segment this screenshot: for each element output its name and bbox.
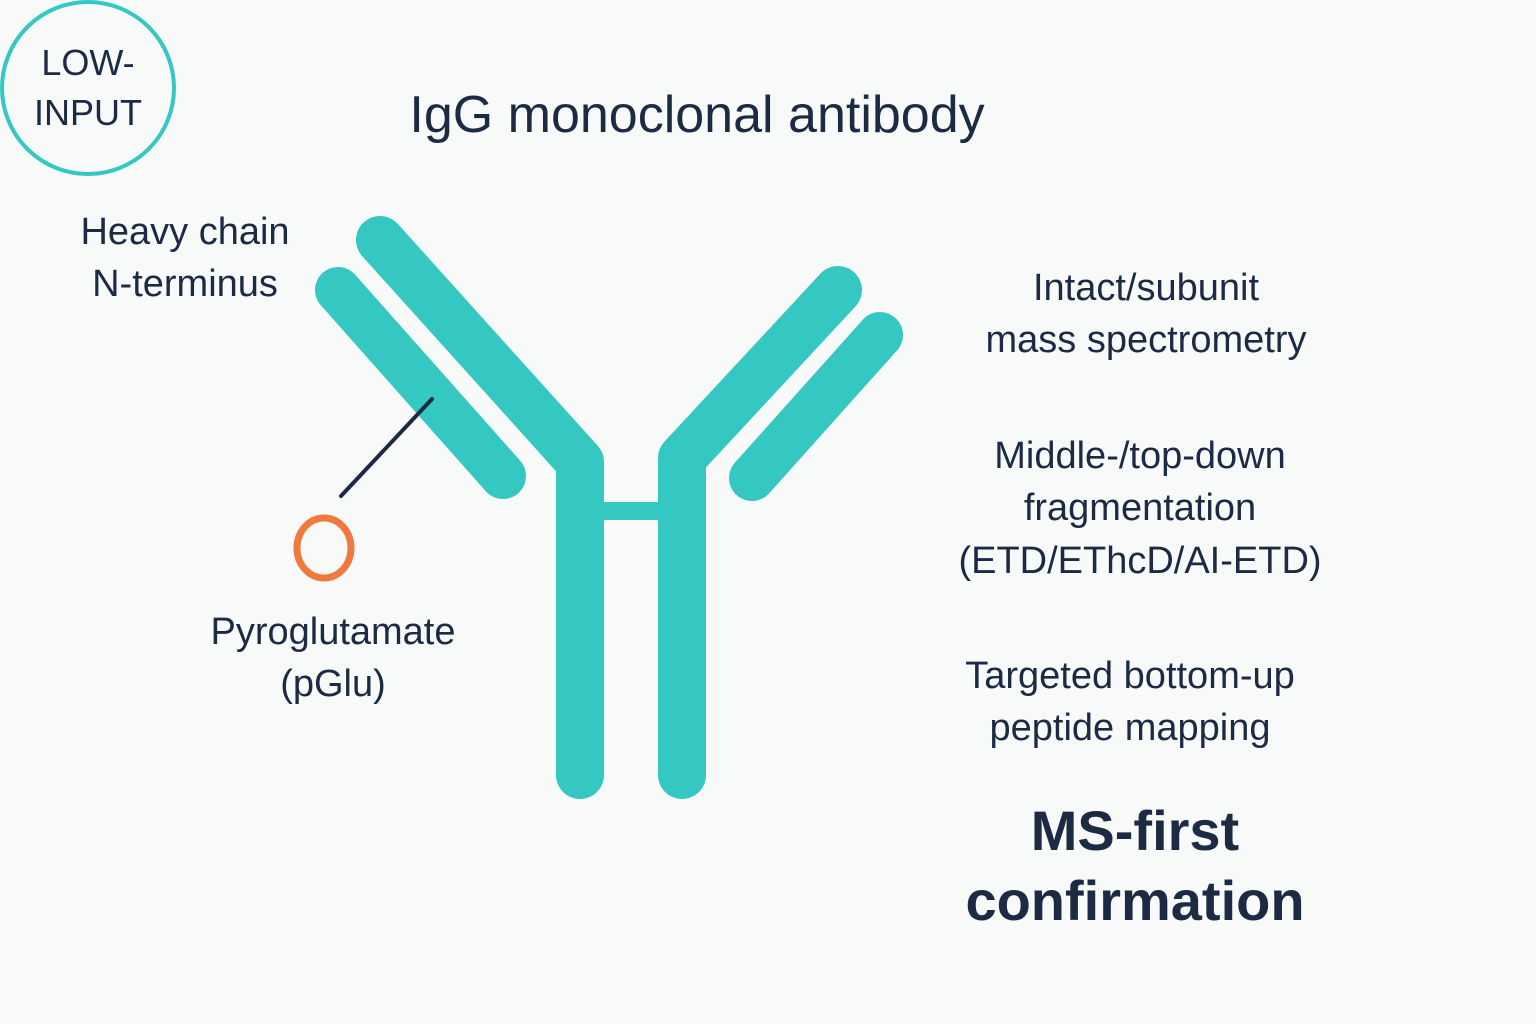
left-light-chain bbox=[315, 267, 526, 499]
method-line: peptide mapping bbox=[989, 707, 1271, 750]
left-heavy-chain bbox=[356, 216, 604, 799]
conclusion-heading: MS-first confirmation bbox=[935, 796, 1335, 936]
heavy-chain-line1: Heavy chain bbox=[80, 211, 290, 253]
method-intact-ms: Intact/subunit mass spectrometry bbox=[946, 262, 1346, 367]
method-line: Intact/subunit bbox=[1032, 267, 1260, 309]
right-light-chain bbox=[729, 312, 903, 501]
low-input-line1: LOW- bbox=[41, 41, 135, 83]
method-line: (ETD/EThcD/AI-ETD) bbox=[958, 539, 1322, 582]
low-input-badge: LOW- INPUT bbox=[0, 0, 176, 176]
pglu-label: Pyroglutamate (pGlu) bbox=[183, 606, 483, 711]
conclusion-line2: confirmation bbox=[965, 869, 1305, 932]
pglu-pointer-line bbox=[339, 397, 434, 498]
method-line: Middle-/top-down bbox=[994, 435, 1286, 477]
conclusion-line1: MS-first bbox=[1030, 799, 1240, 862]
low-input-line2: INPUT bbox=[34, 92, 142, 133]
method-middle-top-down: Middle-/top-down fragmentation (ETD/EThc… bbox=[920, 430, 1360, 587]
method-bottom-up: Targeted bottom-up peptide mapping bbox=[910, 650, 1350, 755]
method-line: mass spectrometry bbox=[985, 319, 1307, 362]
method-line: Targeted bottom-up bbox=[965, 655, 1295, 697]
pglu-line2: (pGlu) bbox=[280, 663, 386, 706]
method-line: fragmentation bbox=[1023, 487, 1257, 530]
heavy-chain-label: Heavy chain N-terminus bbox=[40, 206, 330, 311]
right-heavy-chain bbox=[658, 266, 862, 799]
pglu-marker-icon bbox=[293, 514, 355, 582]
diagram-title: IgG monoclonal antibody bbox=[409, 86, 985, 144]
pglu-line1: Pyroglutamate bbox=[210, 611, 456, 653]
heavy-chain-line2: N-terminus bbox=[92, 263, 278, 306]
